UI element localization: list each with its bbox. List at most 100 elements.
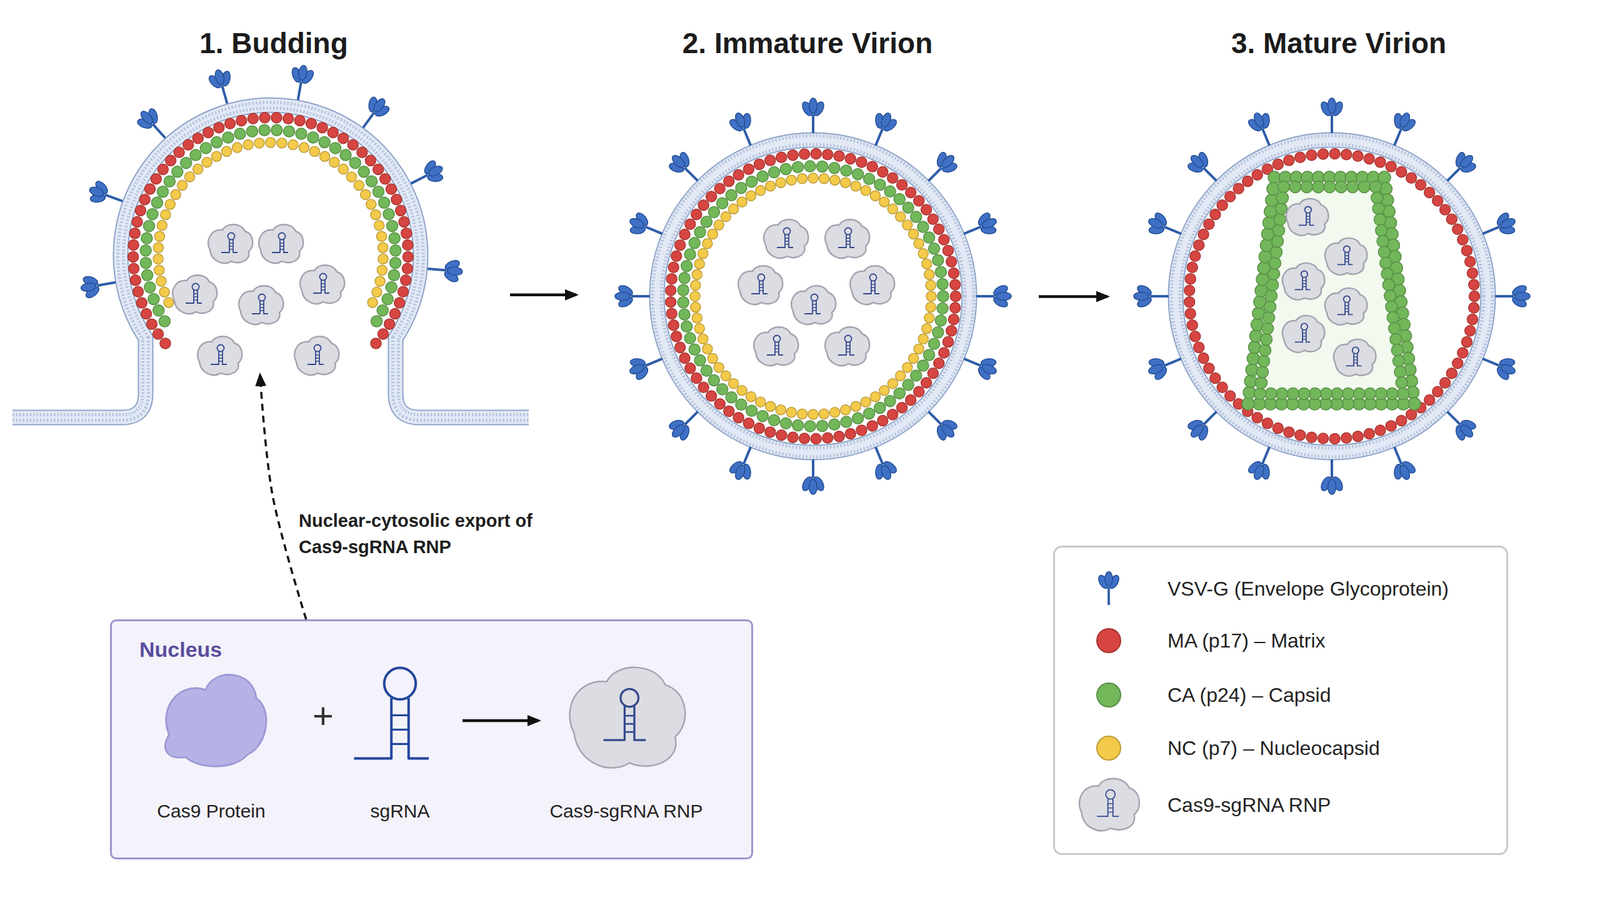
protein-ring xyxy=(924,269,935,280)
protein-ring xyxy=(666,308,677,319)
protein-ring xyxy=(180,157,192,169)
protein-ring xyxy=(690,291,700,302)
lipid-membrane xyxy=(1168,133,1496,460)
vsv-g-spike xyxy=(152,123,165,138)
vsv-g-spike xyxy=(132,103,175,147)
protein-ring xyxy=(146,318,157,330)
sgrna-hairpin xyxy=(280,248,284,250)
rnp-complex xyxy=(208,224,253,264)
rnp-complex xyxy=(766,335,784,356)
protein-ring xyxy=(913,386,925,397)
protein-ring xyxy=(398,216,410,227)
rnp-complex xyxy=(738,265,783,305)
protein-ring xyxy=(372,186,384,198)
rnp-complex xyxy=(753,326,799,366)
molecule-icon xyxy=(353,668,429,759)
protein-ring xyxy=(1210,209,1221,220)
rnp-complex xyxy=(753,326,799,366)
vsv-g-spike xyxy=(670,423,687,440)
lipid-membrane xyxy=(1180,144,1484,449)
rnp-complex xyxy=(300,265,345,304)
legend-row: Cas9-sgRNA RNP xyxy=(1055,786,1507,824)
protein-ring xyxy=(1457,347,1469,359)
capsid-cone xyxy=(1265,193,1279,207)
protein-ring xyxy=(681,320,693,332)
sgrna-hairpin xyxy=(804,294,821,315)
sgrna-hairpin xyxy=(258,294,266,302)
rnp-complex xyxy=(294,336,339,375)
protein-ring xyxy=(707,353,718,364)
protein-ring xyxy=(708,206,720,218)
protein-ring xyxy=(349,157,361,169)
protein-ring xyxy=(402,240,414,251)
protein-ring xyxy=(797,408,808,419)
protein-ring xyxy=(1457,234,1469,245)
legend-swatch xyxy=(1078,729,1135,767)
protein-ring xyxy=(830,175,840,185)
protein-ring xyxy=(877,166,889,178)
protein-ring xyxy=(366,175,378,187)
protein-ring xyxy=(756,410,769,422)
protein-ring xyxy=(746,405,758,417)
capsid-cone xyxy=(1320,388,1332,400)
protein-ring xyxy=(309,146,320,157)
protein-ring xyxy=(768,414,780,426)
rnp-complex xyxy=(850,265,895,305)
sgrna-hairpin xyxy=(783,228,791,235)
vsv-g-spike xyxy=(1398,111,1412,129)
rnp-complex xyxy=(825,326,870,366)
protein-ring xyxy=(950,279,961,290)
protein-ring xyxy=(797,173,808,184)
protein-ring xyxy=(1261,418,1273,429)
rnp-complex xyxy=(751,274,768,295)
protein-ring xyxy=(926,291,937,302)
protein-ring xyxy=(860,396,871,407)
rnp-complex xyxy=(208,224,253,264)
protein-ring xyxy=(1440,204,1451,215)
capsid-cone xyxy=(1393,355,1405,367)
protein-ring xyxy=(183,139,194,150)
protein-ring xyxy=(141,308,152,319)
vsv-g-spike xyxy=(205,66,240,107)
capsid-cone xyxy=(1298,388,1310,400)
capsid-cone xyxy=(1276,388,1289,400)
legend-symbol xyxy=(1078,570,1135,608)
protein-ring xyxy=(818,408,829,419)
sgrna-hairpin xyxy=(1295,276,1311,290)
protein-ring xyxy=(684,332,696,344)
protein-ring xyxy=(203,126,214,138)
rnp-complex xyxy=(210,345,227,365)
protein-ring xyxy=(685,363,696,374)
protein-ring xyxy=(936,302,949,314)
rnp-complex xyxy=(850,265,895,305)
legend-box: VSV-G (Envelope Glycoprotein)MA (p17) – … xyxy=(1053,545,1509,855)
protein-ring xyxy=(360,189,371,200)
molecule-item: Cas9-sgRNA RNP xyxy=(538,670,714,827)
protein-ring xyxy=(828,418,840,430)
protein-ring xyxy=(678,272,690,284)
protein-ring xyxy=(283,113,294,124)
flow-arrow xyxy=(510,293,577,297)
connector-label: Nuclear-cytosolic export of Cas9-sgRNA R… xyxy=(298,507,568,560)
vsv-g-spike xyxy=(1105,571,1113,587)
protein-ring xyxy=(694,323,705,334)
rnp-complex xyxy=(1325,288,1367,325)
protein-ring xyxy=(1283,155,1295,166)
rnp-complex xyxy=(825,326,870,366)
vsv-g-spike xyxy=(976,295,995,298)
protein-ring xyxy=(1396,415,1407,426)
protein-ring xyxy=(130,275,141,286)
protein-ring xyxy=(1295,151,1306,163)
vsv-g-spike xyxy=(363,112,375,128)
vsv-g-spike xyxy=(298,81,302,100)
sgrna-hairpin xyxy=(871,283,875,285)
protein-ring xyxy=(225,118,236,129)
protein-ring xyxy=(177,180,188,191)
sgrna-hairpin xyxy=(193,296,198,297)
legend-row: CA (p24) – Capsid xyxy=(1055,676,1507,714)
rnp-complex xyxy=(763,219,809,259)
vsv-g-spike xyxy=(1143,346,1186,384)
protein-ring xyxy=(830,407,840,418)
capsid-cone xyxy=(1372,202,1385,215)
protein-ring xyxy=(246,125,258,137)
